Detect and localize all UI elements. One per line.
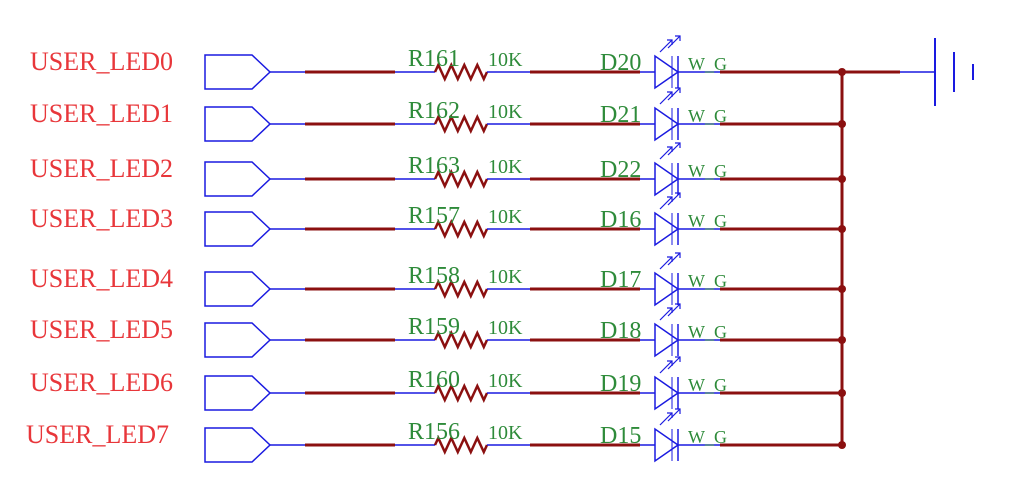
resistor-designator: R159 — [408, 314, 460, 340]
resistor-icon — [433, 219, 489, 239]
led-part-number: W_G — [688, 54, 727, 74]
port-connector-icon — [204, 106, 272, 142]
led-part-number: W_G — [688, 375, 727, 395]
led-designator: D22 — [600, 157, 641, 183]
port-connector-icon — [204, 161, 272, 197]
resistor-value: 10K — [488, 206, 523, 228]
resistor-designator: R156 — [408, 419, 460, 445]
led-icon — [640, 303, 720, 358]
circuit-row: USER_LED2 R163 10K D22 W_G — [30, 142, 846, 197]
net-label: USER_LED1 — [30, 99, 173, 128]
led-designator: D21 — [600, 102, 641, 128]
resistor-icon — [433, 435, 489, 455]
port-connector-icon — [204, 271, 272, 307]
port-connector-icon — [204, 427, 272, 463]
net-label: USER_LED5 — [30, 315, 173, 344]
led-designator: D15 — [600, 423, 641, 449]
circuit-row: USER_LED5 R159 10K D18 W_G — [30, 303, 846, 358]
led-icon — [640, 142, 720, 197]
resistor-icon — [433, 279, 489, 299]
port-connector-icon — [204, 54, 272, 90]
circuit-row: USER_LED3 R157 10K D16 W_G — [30, 192, 846, 247]
resistor-icon — [433, 330, 489, 350]
led-part-number: W_G — [688, 161, 727, 181]
led-designator: D16 — [600, 207, 641, 233]
led-part-number: W_G — [688, 211, 727, 231]
resistor-designator: R158 — [408, 263, 460, 289]
port-connector-icon — [204, 322, 272, 358]
resistor-value: 10K — [488, 370, 523, 392]
net-label: USER_LED2 — [30, 154, 173, 183]
led-part-number: W_G — [688, 106, 727, 126]
resistor-value: 10K — [488, 266, 523, 288]
resistor-icon — [433, 62, 489, 82]
resistor-icon — [433, 169, 489, 189]
ground-icon — [900, 38, 974, 106]
resistor-designator: R160 — [408, 367, 460, 393]
led-designator: D18 — [600, 318, 641, 344]
port-connector-icon — [204, 211, 272, 247]
resistor-value: 10K — [488, 101, 523, 123]
net-label: USER_LED6 — [30, 368, 173, 397]
led-part-number: W_G — [688, 322, 727, 342]
led-icon — [640, 252, 720, 307]
resistor-designator: R161 — [408, 46, 460, 72]
led-icon — [640, 356, 720, 411]
led-designator: D19 — [600, 371, 641, 397]
led-icon — [640, 87, 720, 142]
led-designator: D17 — [600, 267, 641, 293]
circuit-row: USER_LED1 R162 10K D21 W_G — [30, 87, 846, 142]
resistor-value: 10K — [488, 49, 523, 71]
net-label: USER_LED7 — [26, 420, 169, 449]
resistor-value: 10K — [488, 317, 523, 339]
resistor-icon — [433, 114, 489, 134]
led-part-number: W_G — [688, 427, 727, 447]
net-label: USER_LED4 — [30, 264, 173, 293]
led-designator: D20 — [600, 50, 641, 76]
circuit-row: USER_LED7 R156 10K D15 W_G — [26, 408, 846, 463]
resistor-designator: R163 — [408, 153, 460, 179]
net-label: USER_LED3 — [30, 204, 173, 233]
resistor-designator: R162 — [408, 98, 460, 124]
resistor-value: 10K — [488, 156, 523, 178]
port-connector-icon — [204, 375, 272, 411]
resistor-icon — [433, 383, 489, 403]
circuit-row: USER_LED6 R160 10K D19 W_G — [30, 356, 846, 411]
resistor-designator: R157 — [408, 203, 460, 229]
led-icon — [640, 408, 720, 463]
net-label: USER_LED0 — [30, 47, 173, 76]
led-part-number: W_G — [688, 271, 727, 291]
led-icon — [640, 35, 720, 90]
circuit-row: USER_LED0 R161 10K D20 W_G — [30, 35, 846, 90]
circuit-row: USER_LED4 R158 10K D17 W_G — [30, 252, 846, 307]
led-icon — [640, 192, 720, 247]
resistor-value: 10K — [488, 422, 523, 444]
